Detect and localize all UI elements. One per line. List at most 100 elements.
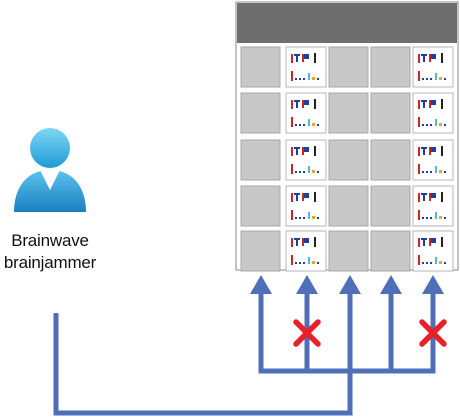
mini-chart-icon — [291, 237, 319, 265]
chart-mark — [303, 217, 305, 219]
grid-cell — [240, 230, 281, 272]
chart-mark — [295, 124, 297, 126]
chart-mark — [421, 100, 427, 102]
grid-cell — [328, 139, 369, 181]
chart-mark — [296, 240, 298, 246]
chart-mark — [435, 212, 437, 219]
chart-mark — [295, 171, 297, 173]
chart-mark — [312, 261, 315, 264]
chart-mark — [299, 171, 301, 173]
chart-mark — [439, 261, 442, 264]
chart-mark — [304, 193, 309, 198]
chart-mark — [429, 54, 431, 62]
chart-mark — [291, 255, 293, 265]
chart-mark — [303, 262, 305, 264]
chart-mark — [418, 193, 420, 202]
chart-mark — [429, 193, 431, 201]
chart-mark — [426, 78, 428, 80]
chart-mark — [444, 78, 446, 80]
person-name-line2: brainjammer — [3, 253, 97, 272]
grid-cell — [240, 139, 281, 181]
chart-mark — [418, 210, 420, 220]
chart-mark — [295, 262, 297, 264]
chart-mark — [296, 102, 298, 108]
chart-mark — [296, 149, 298, 155]
chart-mark — [296, 56, 298, 62]
chart-mark — [423, 102, 425, 108]
x-stroke — [419, 319, 447, 347]
grid-cell — [370, 46, 411, 88]
chart-mark — [296, 195, 298, 201]
chart-mark — [431, 193, 436, 198]
chart-mark — [439, 216, 442, 219]
chart-mark — [302, 193, 304, 201]
chart-mark — [314, 146, 316, 156]
chart-mark — [312, 77, 315, 80]
grid-cell — [328, 46, 369, 88]
chart-mark — [441, 53, 443, 63]
red-x-icon — [293, 319, 321, 347]
arrow-up-icon — [339, 275, 361, 294]
chart-mark — [314, 99, 316, 109]
chart-mark — [291, 71, 293, 81]
chart-mark — [418, 147, 420, 156]
chart-mark — [422, 124, 424, 126]
grid-header — [237, 3, 457, 43]
chart-mark — [317, 262, 319, 264]
chart-mark — [431, 238, 436, 243]
grid-cell — [370, 230, 411, 272]
chart-mark — [314, 53, 316, 63]
chart-mark — [431, 100, 436, 105]
mini-chart-icon — [418, 237, 446, 265]
chart-mark — [426, 124, 428, 126]
chart-mark — [295, 217, 297, 219]
chart-mark — [304, 147, 309, 152]
chart-mark — [441, 192, 443, 202]
chart-mark — [430, 78, 432, 80]
chart-mark — [304, 54, 309, 59]
chart-mark — [294, 54, 300, 56]
chart-mark — [294, 147, 300, 149]
chart-mark — [422, 78, 424, 80]
chart-mark — [291, 117, 293, 127]
chart-mark — [444, 124, 446, 126]
chart-mark — [291, 100, 293, 109]
chart-mark — [429, 238, 431, 246]
chart-mark — [299, 124, 301, 126]
arrow-up-icon — [296, 275, 318, 294]
chart-mark — [430, 262, 432, 264]
chart-mark — [302, 100, 304, 108]
chart-mark — [431, 54, 436, 59]
chart-mark — [441, 146, 443, 156]
chart-mark — [302, 147, 304, 155]
chart-mark — [426, 171, 428, 173]
grid-cell — [240, 46, 281, 88]
chart-mark — [418, 54, 420, 63]
chart-mark — [435, 166, 437, 173]
chart-mark — [312, 170, 315, 173]
grid-cell — [240, 92, 281, 134]
mini-chart-icon — [418, 146, 446, 174]
grid-cell — [370, 185, 411, 227]
mini-chart-icon — [291, 146, 319, 174]
chart-mark — [441, 99, 443, 109]
chart-mark — [422, 171, 424, 173]
chart-mark — [314, 237, 316, 247]
chart-mark — [312, 123, 315, 126]
chart-mark — [312, 216, 315, 219]
chart-mark — [422, 262, 424, 264]
person-name: Brainwave brainjammer — [0, 230, 100, 274]
chart-mark — [426, 262, 428, 264]
person-name-line1: Brainwave — [11, 231, 89, 250]
chart-mark — [423, 240, 425, 246]
chart-mark — [308, 166, 310, 173]
chart-mark — [418, 117, 420, 127]
grid-cell — [328, 185, 369, 227]
chart-mark — [299, 217, 301, 219]
chart-mark — [439, 123, 442, 126]
chart-mark — [308, 73, 310, 80]
chart-mark — [291, 238, 293, 247]
mini-chart-icon — [291, 192, 319, 220]
